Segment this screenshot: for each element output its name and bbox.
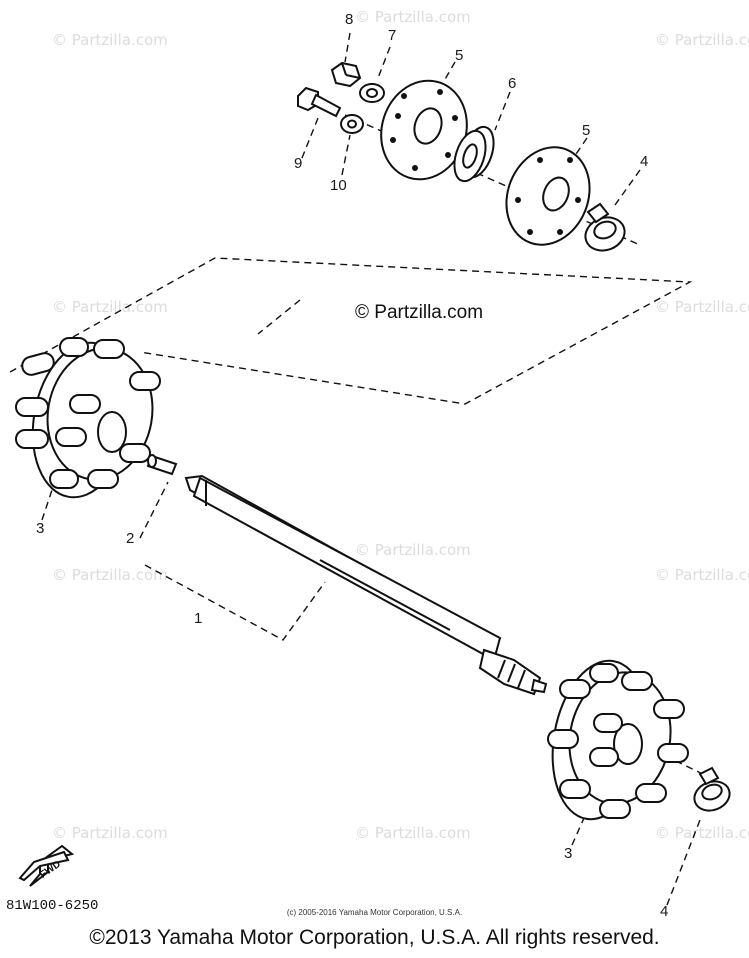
callout-4: 4	[660, 903, 668, 920]
callout-bracket-1	[144, 564, 326, 641]
watermark: © Partzilla.com	[655, 566, 749, 584]
callout-7: 7	[388, 27, 396, 44]
washer-10	[340, 114, 364, 134]
callout-4: 4	[640, 153, 648, 170]
callout-8: 8	[345, 11, 353, 28]
clamp-4-lower	[693, 766, 731, 812]
watermark: © Partzilla.com	[355, 8, 471, 26]
callout-9: 9	[294, 155, 302, 172]
callout-6: 6	[508, 75, 516, 92]
callout-5: 5	[582, 122, 590, 139]
washer-7	[359, 83, 385, 103]
callout-3: 3	[564, 845, 572, 862]
watermark: © Partzilla.com	[655, 31, 749, 49]
callout-1: 1	[194, 610, 202, 627]
sprocket-3-left	[15, 337, 161, 499]
flange-plate-5-lower	[505, 146, 591, 246]
footer-copyright: ©2013 Yamaha Motor Corporation, U.S.A. A…	[89, 926, 660, 949]
flange-plate-5-upper	[380, 79, 468, 181]
watermark: © Partzilla.com	[655, 298, 749, 316]
callout-2: 2	[126, 530, 134, 547]
sprocket-3-right	[547, 659, 689, 821]
callout-10: 10	[330, 177, 347, 194]
nut-8	[330, 61, 362, 88]
shaft-1	[184, 474, 548, 696]
center-watermark: © Partzilla.com	[355, 302, 483, 323]
watermark: © Partzilla.com	[355, 824, 471, 842]
small-copyright: (c) 2005-2016 Yamaha Motor Corporation, …	[286, 908, 463, 917]
bearing-6	[453, 125, 495, 183]
callouts: 8 7 5 6 5 4 9 10 3 2 1 3 4	[36, 11, 668, 920]
watermark: © Partzilla.com	[52, 298, 168, 316]
callout-3: 3	[36, 520, 44, 537]
watermark: © Partzilla.com	[52, 824, 168, 842]
part-code: 81W100-6250	[6, 898, 99, 914]
pin-2	[146, 454, 178, 476]
watermark: © Partzilla.com	[52, 31, 168, 49]
watermark: © Partzilla.com	[655, 824, 749, 842]
bolt-9	[297, 86, 342, 118]
watermark: © Partzilla.com	[355, 541, 471, 559]
watermark: © Partzilla.com	[52, 566, 168, 584]
callout-5: 5	[455, 47, 463, 64]
watermarks: © Partzilla.com © Partzilla.com © Partzi…	[52, 8, 749, 842]
fwd-arrow-icon: FWD	[18, 844, 75, 887]
clamp-4-upper	[584, 202, 626, 252]
